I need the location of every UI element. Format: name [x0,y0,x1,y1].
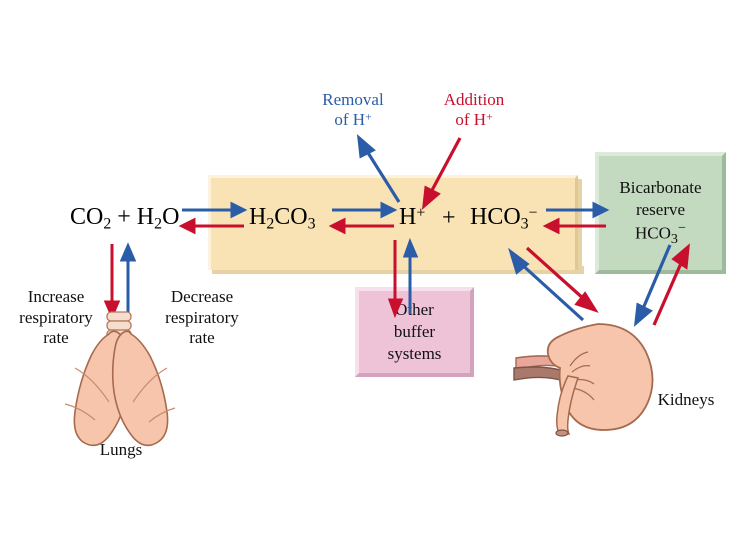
equation-term-hco3: HCO3− [470,204,538,233]
equation-term-h2co3: H2CO3 [249,204,316,233]
equation-term-co2-h2o: CO2 + H2O [70,204,180,233]
reserve-kidney-arrow-pair [633,243,690,327]
buffer-arrow-pair [387,237,419,319]
addition-of-h-arrow [421,137,462,210]
arrow-pair-h2co3-h [328,201,398,235]
equation-plus-sign: + [442,205,456,231]
kidney-illustration [513,323,654,437]
arrow-pair-co2-h2co3 [178,201,248,235]
tan-band-shadow [212,266,584,274]
arrow-pair-hco3-reserve [542,201,610,235]
right-lung-shape [111,330,169,447]
lungs-label: Lungs [99,440,143,459]
lungs-arrow-pair [103,242,137,320]
kidney-arrow-pair [508,246,599,322]
kidneys-label: Kidneys [657,390,715,409]
equation-term-h-plus: H+ [399,204,426,230]
lungs-illustration [64,311,176,447]
removal-of-h-arrow [356,134,401,203]
